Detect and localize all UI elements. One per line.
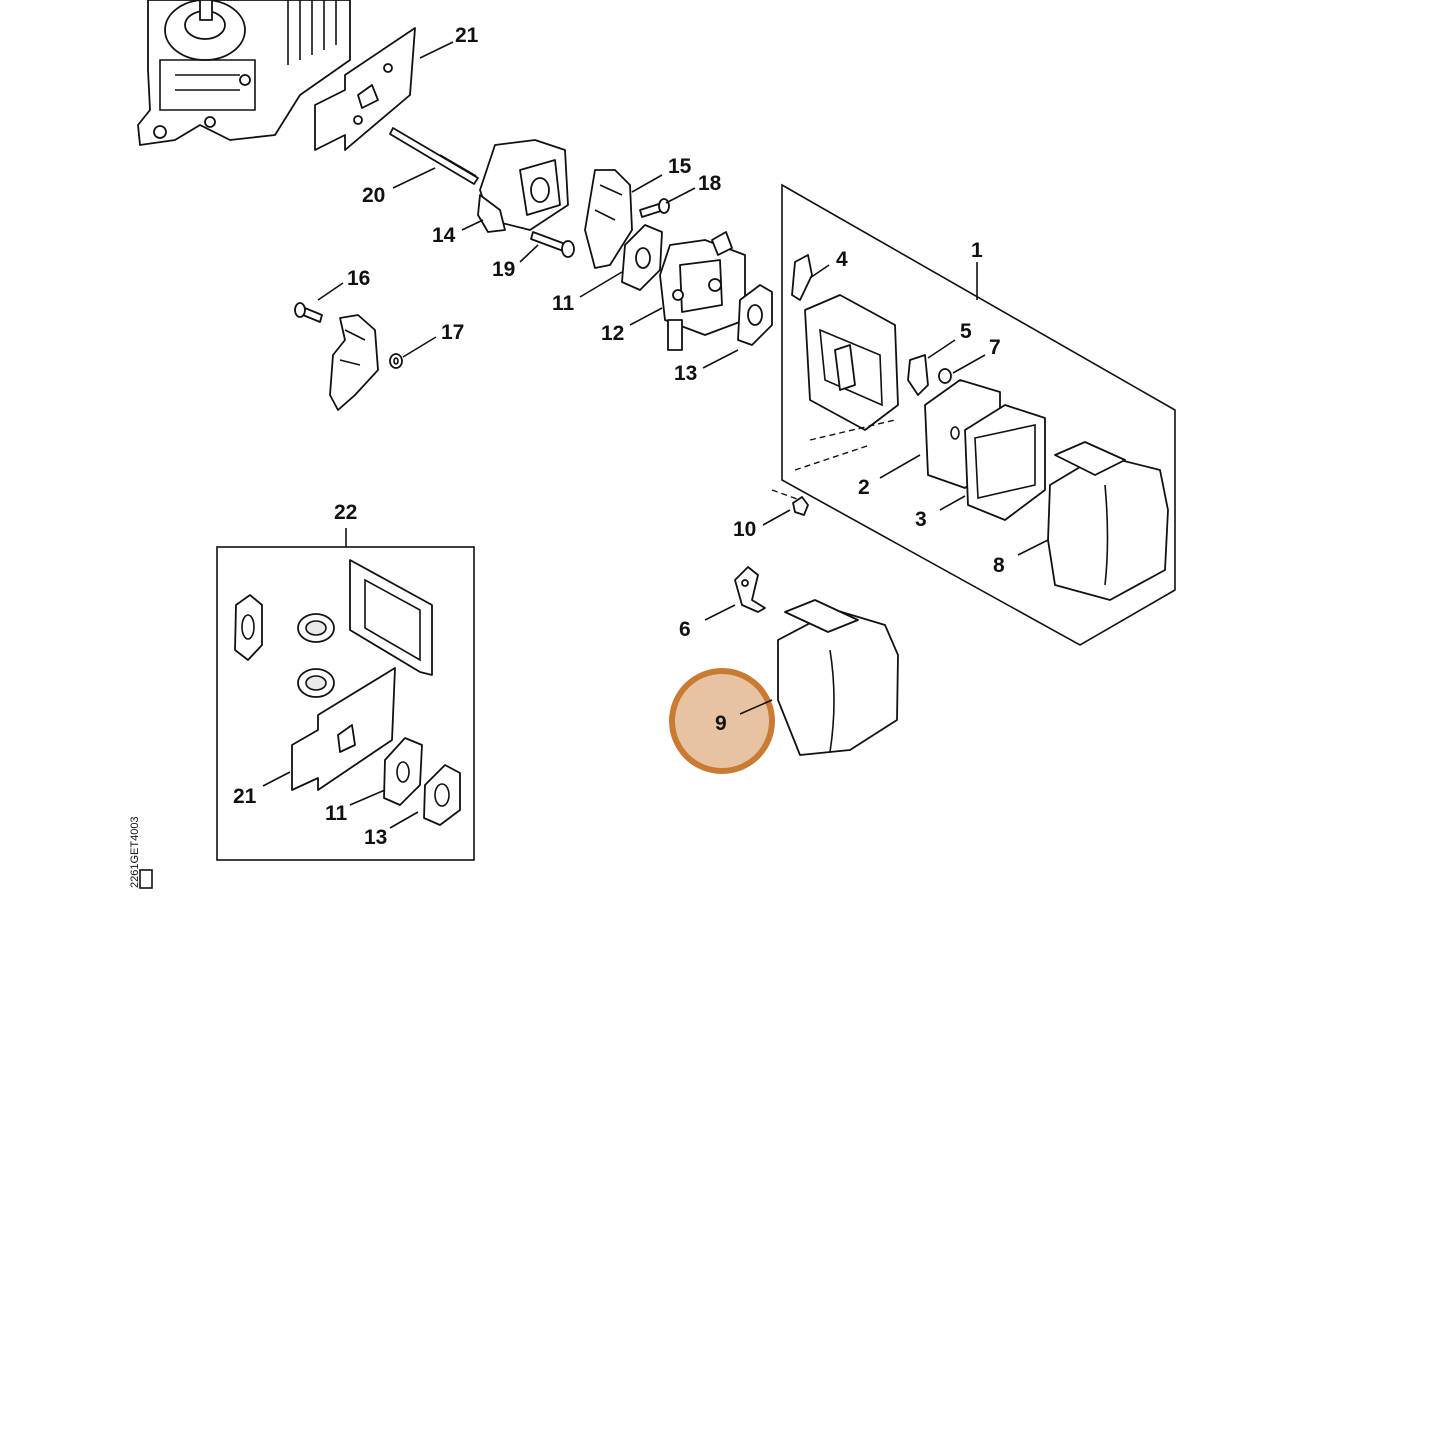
label-14[interactable]: 14 <box>432 224 456 247</box>
part-labels: 21 20 14 19 15 18 11 12 13 16 17 1 4 5 7… <box>233 24 1005 849</box>
label-15[interactable]: 15 <box>668 155 692 178</box>
inset-kit-box <box>216 528 475 861</box>
part-18-screw <box>639 198 670 218</box>
label-8[interactable]: 8 <box>993 554 1005 577</box>
label-2[interactable]: 2 <box>858 476 870 499</box>
label-17[interactable]: 17 <box>441 321 464 344</box>
label-13[interactable]: 13 <box>674 362 697 385</box>
drawing-code-box <box>139 869 153 889</box>
engine-cylinder-drawing <box>137 0 351 146</box>
part-17-washer <box>389 353 403 369</box>
label-1[interactable]: 1 <box>971 239 983 262</box>
label-6[interactable]: 6 <box>679 618 691 641</box>
part-21-gasket <box>314 27 416 151</box>
part-13-gasket <box>737 284 773 346</box>
label-19[interactable]: 19 <box>492 258 515 281</box>
leader-lines <box>262 41 1049 829</box>
drawing-code: 2261GET4003 <box>129 816 141 888</box>
part-10-nut <box>792 496 809 516</box>
label-5[interactable]: 5 <box>960 320 972 343</box>
label-4[interactable]: 4 <box>836 248 848 271</box>
part-9-cover <box>777 599 899 756</box>
label-7[interactable]: 7 <box>989 336 1001 359</box>
highlight-marker[interactable] <box>669 668 775 774</box>
label-3[interactable]: 3 <box>915 508 927 531</box>
throttle-cable-bracket <box>329 314 379 411</box>
part-11-spacer <box>621 224 663 291</box>
part-20-stud <box>389 127 479 185</box>
label-13-inset[interactable]: 13 <box>364 826 387 849</box>
label-22[interactable]: 22 <box>334 501 357 524</box>
label-18[interactable]: 18 <box>698 172 722 195</box>
label-11[interactable]: 11 <box>552 292 575 315</box>
part-19-bolt <box>530 231 575 258</box>
label-12[interactable]: 12 <box>601 322 624 345</box>
label-21[interactable]: 21 <box>455 24 479 47</box>
label-11-inset[interactable]: 11 <box>325 802 348 825</box>
label-10[interactable]: 10 <box>733 518 756 541</box>
part-15-bracket <box>584 169 633 269</box>
label-20[interactable]: 20 <box>362 184 385 207</box>
part-12-carburetor <box>659 231 746 351</box>
part-16-screw <box>294 302 323 323</box>
label-9[interactable]: 9 <box>715 712 727 735</box>
part-14-manifold <box>477 139 569 233</box>
label-21-inset[interactable]: 21 <box>233 785 257 808</box>
label-16[interactable]: 16 <box>347 267 370 290</box>
part-1-air-filter-assembly <box>771 183 1176 646</box>
part-6-bracket <box>734 566 766 613</box>
